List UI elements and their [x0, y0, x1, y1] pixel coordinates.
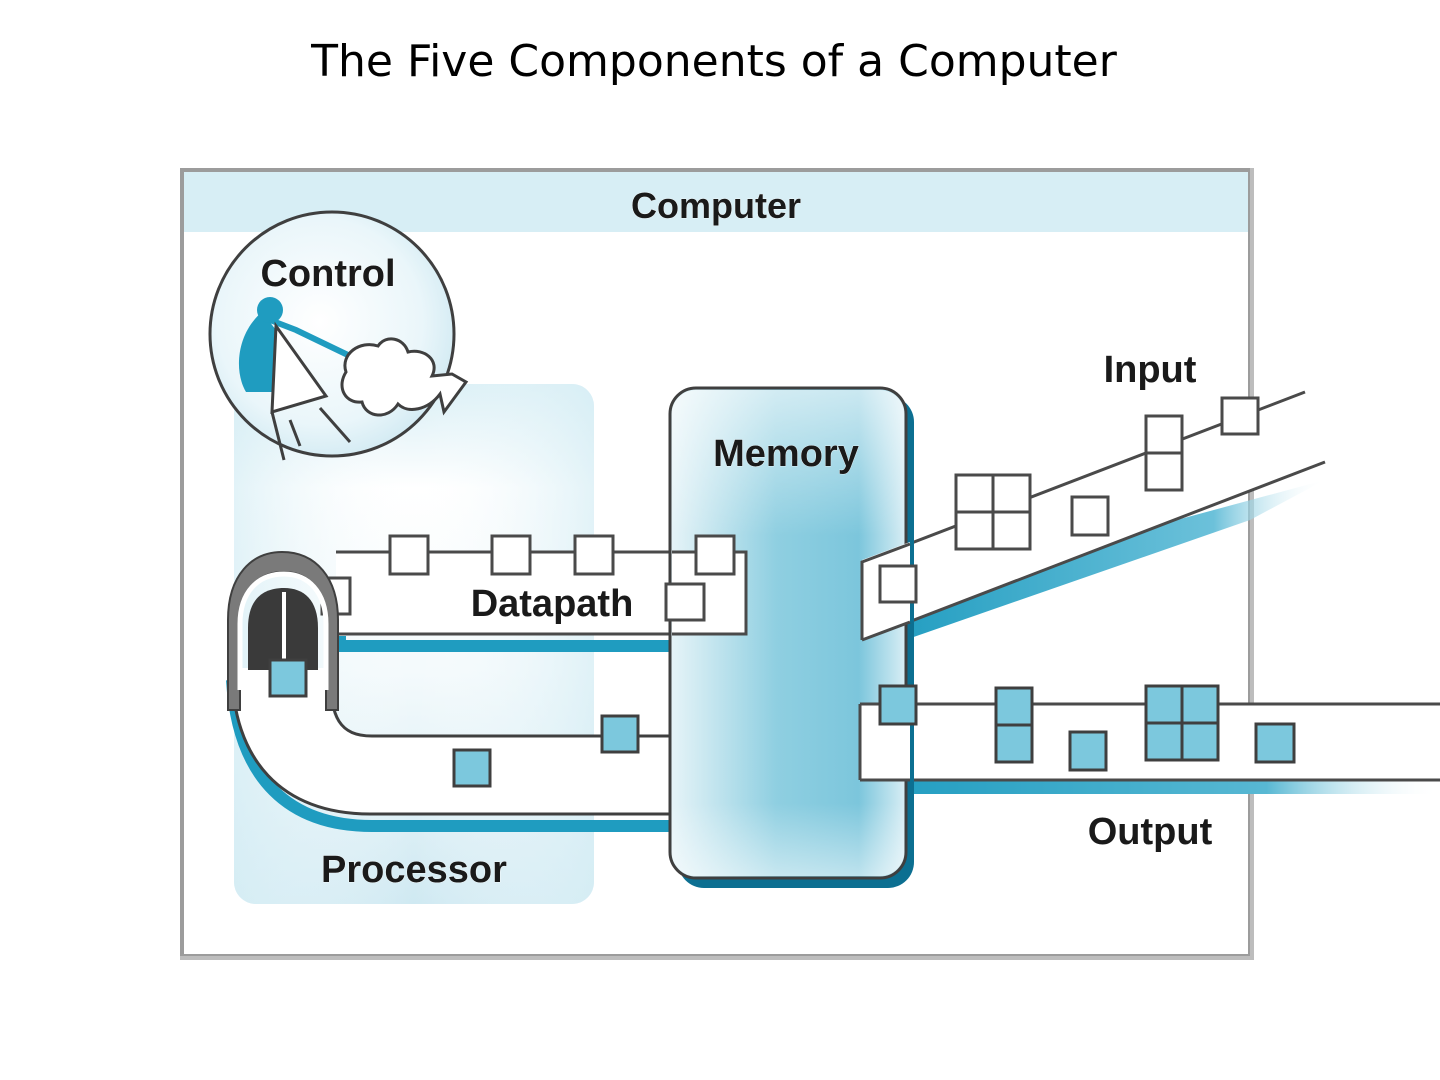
computer-label: Computer	[631, 185, 801, 226]
input-label: Input	[1104, 349, 1197, 391]
processor-label: Processor	[321, 849, 507, 891]
output-square	[878, 684, 918, 726]
control-label: Control	[260, 253, 395, 295]
tube-connectors	[664, 534, 918, 782]
datapath-square	[388, 534, 430, 576]
memory-label: Memory	[713, 433, 859, 475]
slide-title: The Five Components of a Computer	[311, 36, 1117, 87]
input-square	[1070, 495, 1110, 537]
processor-square	[452, 748, 492, 788]
input-square	[878, 564, 918, 604]
output-square	[1068, 730, 1108, 772]
datapath-arch-icon	[227, 550, 339, 711]
memory-block	[668, 386, 914, 888]
datapath-square	[573, 534, 615, 576]
output-label: Output	[1088, 811, 1213, 853]
output-shadow	[862, 778, 1440, 794]
datapath-label: Datapath	[471, 583, 634, 625]
output-square	[1254, 722, 1296, 764]
processor-square	[268, 658, 308, 698]
datapath-square	[490, 534, 532, 576]
control-circle	[208, 210, 469, 461]
input-square	[1220, 396, 1260, 436]
processor-square	[600, 714, 640, 754]
